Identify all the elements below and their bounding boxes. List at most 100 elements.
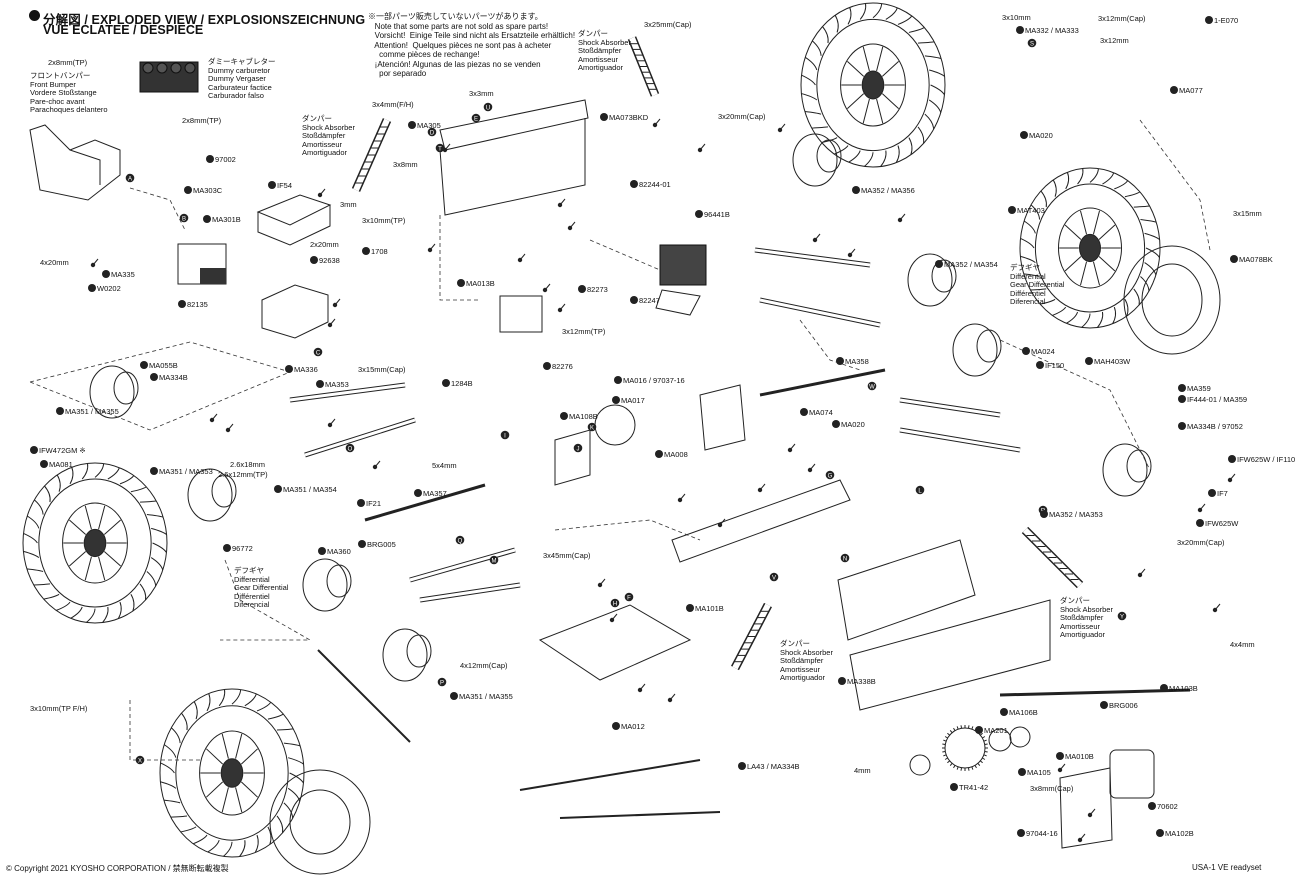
receiver-box (261, 284, 329, 339)
tire-front-left-rim (62, 502, 128, 584)
tire-rear-right-tread (1023, 273, 1040, 277)
screw (559, 303, 566, 311)
part-number: W0202 (97, 284, 121, 293)
part-label: MA352 / MA354 (935, 260, 998, 269)
gear-cover (554, 429, 591, 486)
differential-housing (211, 474, 237, 508)
tire-front-right-tread (834, 14, 839, 33)
tire-front-right-spoke (881, 61, 899, 77)
part-label: MA020 (832, 420, 865, 429)
part-number: MA017 (621, 396, 645, 405)
tire-front-right-spoke (847, 61, 865, 77)
letter-marker-icon (610, 598, 620, 608)
part-number-marker-icon (612, 396, 620, 404)
tire-front-right-tread (872, 3, 883, 19)
tire-rear-left-spoke (235, 733, 243, 759)
part-number-marker-icon (1100, 701, 1108, 709)
part-label: MA013B (457, 279, 495, 288)
spur-gear-tooth (960, 767, 963, 771)
part-number: BRG006 (1109, 701, 1138, 710)
part-label: 97044-16 (1017, 829, 1058, 838)
fastener-label: 3x15mm(Cap) (358, 365, 406, 374)
tire-front-left-spoke (103, 519, 121, 535)
tire-rear-right-spoke (1064, 256, 1082, 272)
drive-shaft (999, 688, 1191, 697)
letter-marker-label: F (627, 595, 631, 601)
part-number: IFW472GM ※ (39, 446, 86, 455)
tire-front-left-tread (140, 500, 157, 503)
part-label: MA357 (414, 489, 447, 498)
page-title: 分解図 / EXPLODED VIEW / EXPLOSIONSZEICHNUN… (43, 13, 366, 27)
part-label: MA351 / MA354 (274, 485, 337, 494)
screw (211, 413, 218, 421)
part-number: IF54 (277, 181, 293, 190)
dummy-carburetor-caption: ダミーキャブレター Dummy carburetor Dummy Vergase… (208, 57, 276, 101)
part-label: MA016 / 97037-16 (614, 376, 685, 385)
part-number: IFW625W / IF110 (1237, 455, 1295, 464)
spur-gear-tooth (967, 767, 970, 771)
part-label: MA024 (1022, 347, 1055, 356)
front-bumper (69, 149, 101, 185)
tire-rear-left-spoke (221, 733, 229, 759)
part-label: 82247 (630, 296, 660, 305)
part-number-marker-icon (285, 365, 293, 373)
tire-front-left-tread (119, 475, 135, 485)
part-number-marker-icon (975, 726, 983, 734)
letter-marker-label: W (869, 384, 875, 390)
spur-gear-tooth (979, 732, 983, 736)
tire-rear-right-rim (1058, 207, 1122, 289)
part-number-marker-icon (630, 180, 638, 188)
part-number-marker-icon (578, 285, 586, 293)
shock-absorber-caption-1: ダンパー Shock Absorber Stoßdämpfer Amortiss… (302, 114, 355, 158)
motor-plate (538, 604, 692, 681)
tire-rear-right-spoke (1098, 256, 1116, 272)
part-number: MA334B / 97052 (1187, 422, 1243, 431)
fastener-label: 2x8mm(TP) (48, 58, 88, 67)
part-label: MA012 (612, 722, 645, 731)
tire-rear-left-tread (256, 701, 272, 712)
tire-front-left-tread (81, 463, 89, 480)
tire-front-left-tread (107, 467, 120, 480)
spur-gear-tooth (983, 754, 987, 757)
part-label: MA102B (1156, 829, 1194, 838)
tire-rear-left-tread (283, 742, 301, 747)
tire-rear-left-tread (206, 693, 211, 712)
part-label: MA073BKD (600, 113, 648, 122)
letter-marker-label: C (316, 350, 321, 356)
part-number-marker-icon (655, 450, 663, 458)
spur-gear-tooth (942, 750, 946, 753)
spur-gear-tooth (953, 765, 956, 769)
spur-gear-tooth (942, 743, 946, 746)
tire-rear-left-tread (163, 799, 181, 804)
drive-shaft (364, 483, 486, 522)
tire-rear-left-tread (193, 834, 208, 845)
tire-front-left-inner (38, 478, 152, 608)
screw (849, 248, 856, 256)
part-number: MA077 (1179, 86, 1203, 95)
spur-gear-tooth (971, 766, 974, 770)
letter-marker-icon (573, 443, 583, 453)
assembly-guide (129, 187, 186, 231)
axle-housing (406, 634, 432, 668)
tire-front-left-spoke (84, 505, 92, 530)
tire-front-right-tread (930, 84, 945, 96)
screw (814, 233, 821, 241)
letter-marker-icon (624, 592, 634, 602)
tire-rear-right-tread (1066, 311, 1079, 324)
tire-front-left-tread (70, 606, 83, 619)
part-number-marker-icon (310, 256, 318, 264)
part-number: MAT403 (1017, 206, 1045, 215)
letter-marker-icon (500, 430, 510, 440)
tire-rear-left-tread (254, 834, 259, 853)
tire-front-left-tread (130, 594, 135, 612)
part-label: BRG006 (1100, 701, 1138, 710)
screw (569, 221, 576, 229)
suspension-arm (419, 583, 521, 602)
part-number: 82244-01 (639, 180, 671, 189)
part-label: MAT403 (1008, 206, 1045, 215)
axle-housing (89, 365, 135, 419)
part-number-marker-icon (1230, 255, 1238, 263)
part-label: BRG005 (358, 540, 396, 549)
link-rod (519, 759, 701, 791)
